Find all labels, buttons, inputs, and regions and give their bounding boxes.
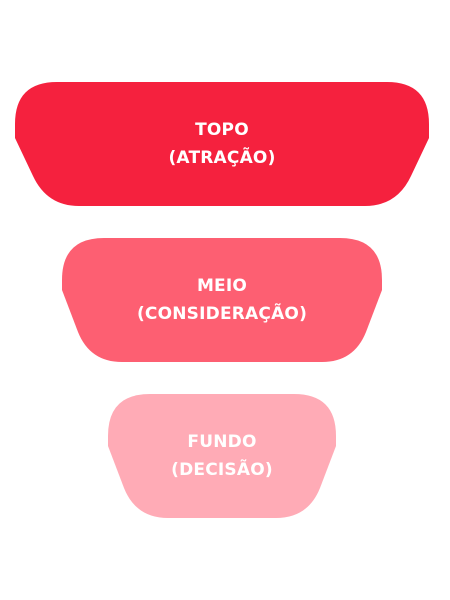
funnel-stage-middle: MEIO (CONSIDERAÇÃO) <box>62 238 382 362</box>
funnel-stage-bottom-shape <box>108 394 336 518</box>
funnel-stage-middle-label: MEIO (CONSIDERAÇÃO) <box>137 272 307 328</box>
funnel-stage-top-subtitle: (ATRAÇÃO) <box>168 148 276 168</box>
funnel-stage-bottom: FUNDO (DECISÃO) <box>108 394 336 518</box>
funnel-stage-top-label: TOPO (ATRAÇÃO) <box>168 116 275 172</box>
funnel-stage-top-shape <box>15 82 429 206</box>
funnel-stage-top-title: TOPO <box>195 120 249 140</box>
funnel-stage-bottom-label: FUNDO (DECISÃO) <box>171 428 273 484</box>
funnel-stage-middle-shape <box>62 238 382 362</box>
funnel-stage-bottom-title: FUNDO <box>187 432 257 452</box>
funnel-stage-middle-title: MEIO <box>196 276 248 296</box>
funnel-stage-middle-subtitle: (CONSIDERAÇÃO) <box>136 304 308 324</box>
funnel-stage-top: TOPO (ATRAÇÃO) <box>15 82 429 206</box>
funnel-stage-bottom-subtitle: (DECISÃO) <box>171 460 273 480</box>
